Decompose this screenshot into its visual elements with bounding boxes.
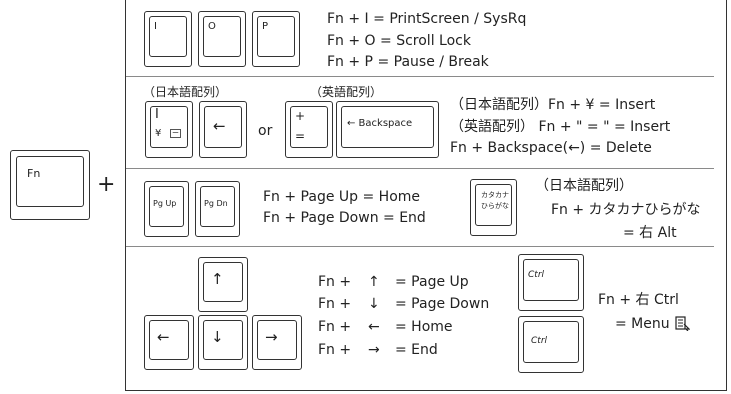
- key-yen-small: ー: [170, 129, 181, 138]
- arrow-line-3-text: = Home: [395, 319, 453, 335]
- key-arrow-right: →: [252, 315, 302, 370]
- sec3-kana-line-1: （日本語配列）: [535, 178, 633, 194]
- fn-key: Fn: [10, 150, 90, 220]
- key-yen-bottom: ¥: [155, 128, 162, 139]
- key-plus-equals: + =: [285, 101, 333, 158]
- key-left-arrow-jp: ←: [199, 101, 247, 158]
- divider-2: [126, 168, 714, 169]
- key-yen-top: I: [155, 107, 159, 122]
- sec2-or: or: [258, 123, 273, 139]
- sec1-line-3: Fn + P = Pause / Break: [327, 54, 489, 70]
- key-ctrl-bottom-label: Ctrl: [531, 336, 548, 346]
- divider-3: [126, 246, 714, 247]
- arrow-line-2-text: = Page Down: [395, 296, 490, 312]
- right-arrow-icon: →: [265, 328, 278, 346]
- key-ctrl-top-label: Ctrl: [528, 270, 545, 280]
- arrow-line-4-text: = End: [395, 342, 438, 358]
- key-plus-bottom: =: [295, 129, 306, 143]
- key-arrow-down: ↓: [198, 315, 248, 370]
- ctrl-line-2: = Menu: [615, 316, 670, 332]
- key-kana-line1: カタカナ: [481, 191, 509, 199]
- key-pgdn: Pg Dn: [195, 181, 240, 237]
- arrow-line-1-text: = Page Up: [395, 274, 469, 290]
- shortcut-table-frame: [125, 0, 727, 391]
- sec3-kana-line-2: Fn + カタカナひらがな: [551, 202, 701, 218]
- sec2-jp-header: （日本語配列）: [143, 85, 228, 99]
- key-pgup: Pg Up: [144, 181, 189, 237]
- ctrl-line-1: Fn + 右 Ctrl: [598, 292, 679, 308]
- key-yen: I ¥ ー: [145, 101, 193, 158]
- up-arrow-icon: ↑: [211, 270, 224, 288]
- sec3-line-2: Fn + Page Down = End: [263, 210, 426, 226]
- key-o-label: O: [208, 21, 216, 32]
- sec3-line-1: Fn + Page Up = Home: [263, 189, 421, 205]
- sec2-line-1: （日本語配列）Fn + ¥ = Insert: [450, 97, 656, 113]
- sec3-kana-line-3: = 右 Alt: [623, 225, 677, 241]
- down-arrow-icon: ↓: [211, 328, 224, 346]
- arrow-line-1-pre: Fn +: [318, 274, 352, 290]
- arrow-line-4-arrow: →: [368, 342, 380, 358]
- key-ctrl-top: Ctrl: [518, 254, 584, 311]
- arrow-line-3-arrow: ←: [368, 319, 380, 335]
- sec1-line-2: Fn + O = Scroll Lock: [327, 33, 471, 49]
- key-backspace: ← Backspace: [336, 101, 439, 158]
- fn-key-label: Fn: [27, 167, 41, 180]
- arrow-line-4-pre: Fn +: [318, 342, 352, 358]
- key-arrow-up: ↑: [198, 257, 248, 312]
- left-arrow-icon: ←: [157, 328, 170, 346]
- arrow-line-1-arrow: ↑: [368, 274, 380, 290]
- key-arrow-left: ←: [144, 315, 194, 370]
- arrow-line-2-pre: Fn +: [318, 296, 352, 312]
- arrow-line-3-pre: Fn +: [318, 319, 352, 335]
- divider-1: [126, 76, 714, 77]
- key-katakana-hiragana: カタカナ ひらがな: [470, 179, 517, 236]
- sec2-line-3: Fn + Backspace(←) = Delete: [450, 140, 652, 156]
- sec2-en-header: （英語配列）: [310, 85, 383, 99]
- key-kana-line2: ひらがな: [481, 202, 509, 210]
- plus-sign: +: [97, 172, 116, 197]
- left-arrow-icon: ←: [213, 117, 226, 135]
- key-i: I: [144, 11, 192, 67]
- sec1-line-1: Fn + I = PrintScreen / SysRq: [327, 11, 527, 27]
- menu-icon: [675, 316, 690, 331]
- key-i-label: I: [154, 21, 157, 32]
- key-o: O: [198, 11, 246, 67]
- key-ctrl-bottom: Ctrl: [518, 316, 584, 373]
- sec2-line-2: （英語配列） Fn + " = " = Insert: [450, 119, 671, 135]
- key-backspace-label: ← Backspace: [347, 118, 413, 129]
- key-pgup-label: Pg Up: [153, 199, 177, 208]
- key-p-label: P: [262, 21, 269, 32]
- key-p: P: [252, 11, 300, 67]
- key-plus-top: +: [295, 109, 306, 123]
- arrow-line-2-arrow: ↓: [368, 296, 380, 312]
- key-pgdn-label: Pg Dn: [204, 199, 228, 208]
